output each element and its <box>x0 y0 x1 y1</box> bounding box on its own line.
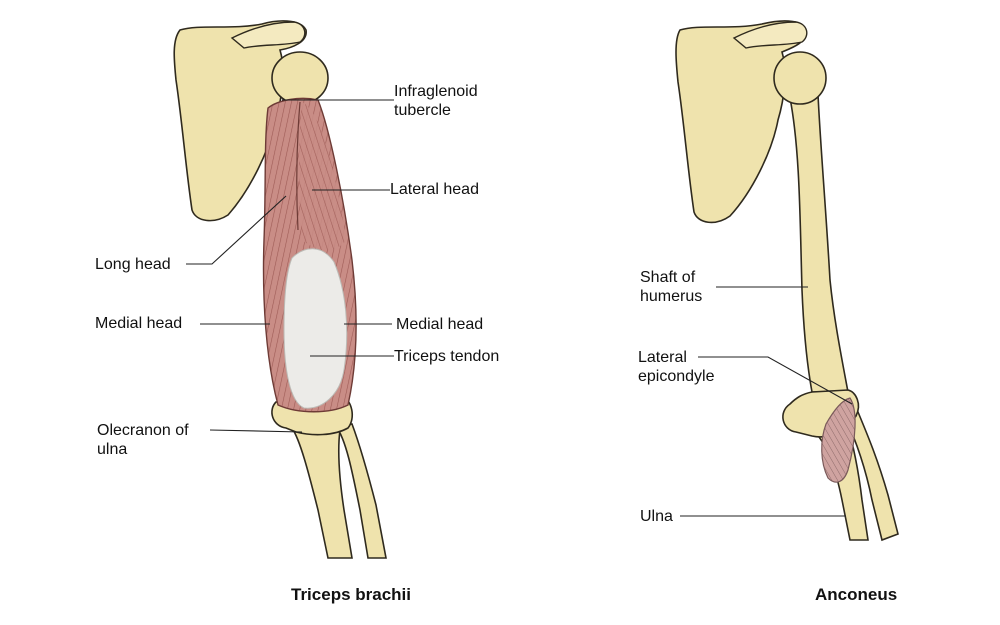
left-forearm-bones <box>290 427 353 559</box>
label-infraglenoid-tubercle: Infraglenoid tubercle <box>394 82 478 120</box>
caption-triceps-brachii: Triceps brachii <box>291 585 411 604</box>
triceps-tendon-shape <box>283 248 348 409</box>
label-triceps-tendon: Triceps tendon <box>394 348 500 365</box>
label-lateral-head: Lateral head <box>390 181 479 198</box>
caption-anconeus: Anconeus <box>815 585 898 604</box>
label-infraglenoid-line1: Infraglenoid <box>394 83 478 100</box>
right-arm-figure <box>675 20 899 542</box>
triceps-head-divider <box>296 101 301 231</box>
leader-epicondyle <box>698 356 853 405</box>
label-shaft-line2: humerus <box>640 288 703 305</box>
label-olecranon-line1: Olecranon of <box>97 422 189 439</box>
right-humeral-head <box>773 51 827 105</box>
label-epicondyle-line1: Lateral <box>638 349 687 366</box>
right-humerus-shaft <box>789 93 849 393</box>
left-acromion <box>230 21 306 49</box>
anconeus-muscle <box>821 397 856 483</box>
left-arm-figure <box>173 20 387 559</box>
right-acromion <box>732 21 808 49</box>
leader-olecranon <box>209 429 303 433</box>
right-scapula <box>675 20 807 224</box>
label-olecranon-line2: ulna <box>97 441 128 458</box>
leader-long-head <box>186 195 287 265</box>
label-shaft-of-humerus: Shaft of humerus <box>640 268 702 306</box>
label-medial-head-right: Medial head <box>396 316 484 333</box>
label-ulna: Ulna <box>640 508 673 525</box>
left-radius <box>334 423 387 559</box>
label-olecranon-of-ulna: Olecranon of ulna <box>97 421 189 459</box>
label-lateral-epicondyle: Lateral epicondyle <box>638 348 715 386</box>
label-epicondyle-line2: epicondyle <box>638 368 715 385</box>
label-shaft-line1: Shaft of <box>640 269 696 286</box>
label-medial-head-left: Medial head <box>95 315 183 332</box>
label-infraglenoid-line2: tubercle <box>394 102 451 119</box>
lateral-head-shade <box>299 102 346 250</box>
label-long-head: Long head <box>95 256 171 273</box>
right-radius <box>844 410 899 542</box>
leader-lines <box>186 99 853 517</box>
left-humeral-head <box>271 51 329 105</box>
